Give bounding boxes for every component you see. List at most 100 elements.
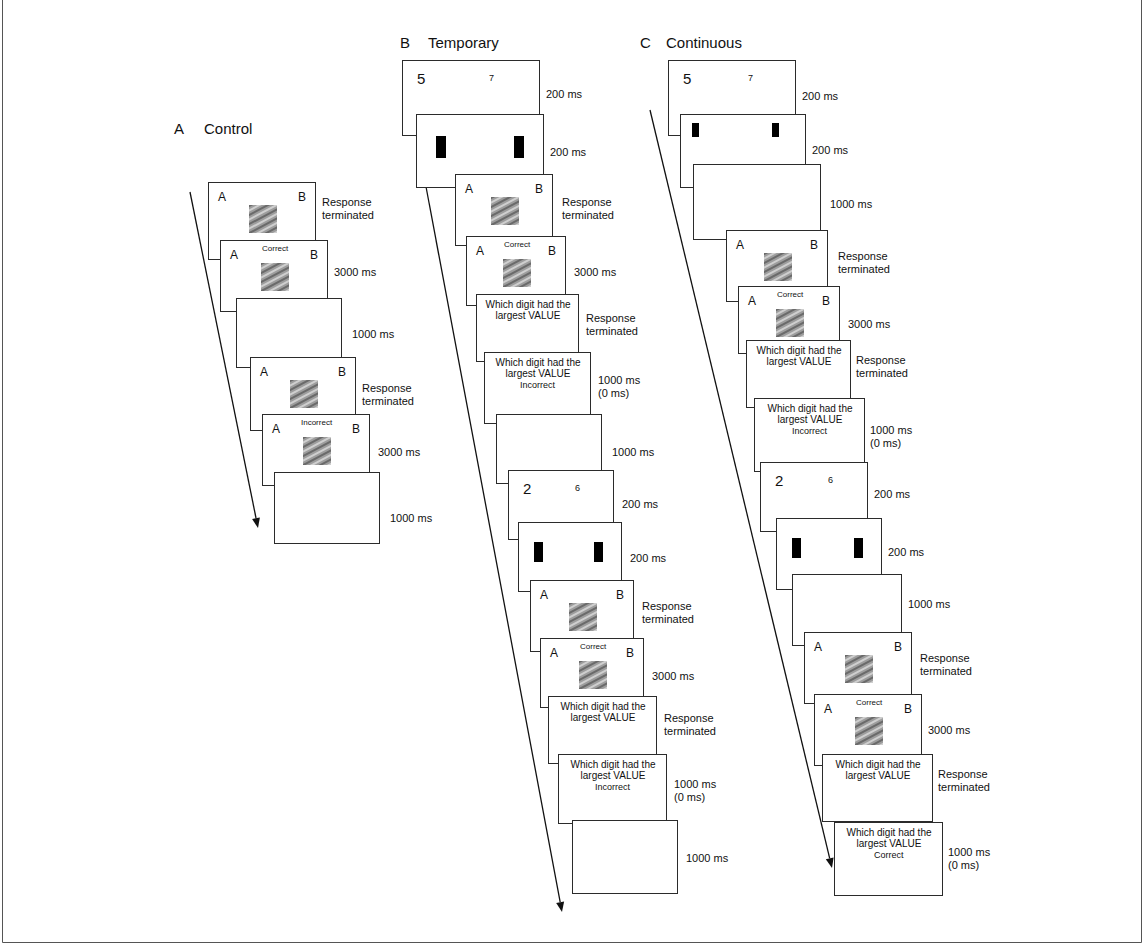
arrow-head <box>826 857 834 868</box>
grating-stimulus <box>503 259 531 287</box>
grating-stripe <box>764 274 792 281</box>
response-letter: B <box>548 245 556 259</box>
grating-stripe <box>261 288 289 291</box>
duration-label: 3000 ms <box>574 266 616 279</box>
grating-stripe <box>290 394 318 408</box>
question-text: Which digit had the largest VALUE <box>828 759 928 781</box>
duration-label: Response terminated <box>664 712 728 738</box>
grating-stripe <box>776 323 804 337</box>
grating-stimulus <box>249 205 277 233</box>
duration-label: Response terminated <box>322 196 386 222</box>
grating-stripe <box>261 280 289 291</box>
duration-label: 1000 ms <box>830 198 872 211</box>
duration-label: 200 ms <box>802 90 838 103</box>
frame-line <box>2 0 3 943</box>
duration-label: 1000 ms <box>908 598 950 611</box>
grating-stripe <box>290 390 318 408</box>
duration-label: 3000 ms <box>378 446 420 459</box>
response-letter: A <box>272 423 280 437</box>
response-letter: A <box>748 295 756 309</box>
duration-label: 1000 ms (0 ms) <box>674 778 724 804</box>
response-letter: B <box>352 423 360 437</box>
feedback-text: Correct <box>874 850 904 860</box>
mask-bar <box>792 538 801 558</box>
grating-stripe <box>491 207 519 225</box>
question-text: Which digit had the largest VALUE <box>482 299 574 321</box>
grating-stimulus <box>776 309 804 337</box>
grating-stripe <box>303 451 331 465</box>
duration-label: 200 ms <box>622 498 658 511</box>
response-letter: A <box>465 183 473 197</box>
duration-label: 200 ms <box>874 488 910 501</box>
screen-outline <box>573 821 678 894</box>
grating-stripe <box>303 447 331 465</box>
duration-label: 200 ms <box>888 546 924 559</box>
mask-bar <box>594 542 603 562</box>
grating-stripe <box>261 273 289 291</box>
grating-stripe <box>845 669 873 683</box>
grating-stimulus <box>579 661 607 689</box>
response-letter: B <box>626 647 634 661</box>
blank-screen <box>274 472 380 544</box>
screen-box: Which digit had the largest VALUECorrect <box>834 822 943 896</box>
grating-stripe <box>579 686 607 689</box>
grating-stripe <box>261 277 289 291</box>
grating-stimulus <box>764 253 792 281</box>
feedback-text: Correct <box>504 240 530 249</box>
question-text: Which digit had the largest VALUE <box>564 759 662 781</box>
grating-stripe <box>776 319 804 337</box>
duration-label: 3000 ms <box>848 318 890 331</box>
response-letter: A <box>824 703 832 717</box>
grating-stripe <box>569 613 597 631</box>
duration-label: 200 ms <box>630 552 666 565</box>
grating-stripe <box>249 215 277 233</box>
grating-stripe <box>303 462 331 465</box>
mask-bar <box>436 136 446 158</box>
grating-stripe <box>845 680 873 683</box>
grating-stripe <box>855 738 883 745</box>
question-text: Which digit had the largest VALUE <box>490 357 586 379</box>
digit: 6 <box>828 475 833 485</box>
grating-stripe <box>764 267 792 281</box>
digit: 5 <box>683 70 691 87</box>
grating-stripe <box>491 214 519 225</box>
response-letter: A <box>260 366 268 380</box>
arrow-head <box>556 901 564 912</box>
panel-heading: A <box>174 120 184 138</box>
digit: 2 <box>523 480 531 497</box>
grating-stripe <box>303 454 331 465</box>
duration-label: 3000 ms <box>928 724 970 737</box>
grating-stimulus <box>303 437 331 465</box>
panel-heading: C <box>640 34 651 52</box>
duration-label: 1000 ms (0 ms) <box>948 846 998 872</box>
response-letter: B <box>894 641 902 655</box>
mask-bar <box>854 538 863 558</box>
screen-outline <box>694 165 821 240</box>
duration-label: Response terminated <box>362 382 426 408</box>
grating-stripe <box>855 742 883 745</box>
grating-stripe <box>249 222 277 233</box>
grating-stripe <box>845 676 873 683</box>
mask-bar <box>534 542 543 562</box>
duration-label: Response terminated <box>838 250 902 276</box>
response-letter: B <box>822 295 830 309</box>
digit: 6 <box>575 483 580 493</box>
screen-box: Which digit had the largest VALUEIncorre… <box>558 754 667 824</box>
duration-label: 1000 ms <box>686 852 728 865</box>
duration-label: 1000 ms (0 ms) <box>598 374 648 400</box>
response-letter: A <box>814 641 822 655</box>
blank-screen <box>693 164 821 240</box>
panel-heading: Continuous <box>666 34 742 52</box>
duration-label: 1000 ms (0 ms) <box>870 424 920 450</box>
panel-heading: Temporary <box>428 34 499 52</box>
response-letter: B <box>904 703 912 717</box>
mask-bar <box>692 123 699 137</box>
response-letter: A <box>736 239 744 253</box>
feedback-text: Correct <box>856 698 882 707</box>
grating-stripe <box>261 284 289 291</box>
response-letter: A <box>540 589 548 603</box>
duration-label: Response terminated <box>586 312 650 338</box>
grating-stimulus <box>491 197 519 225</box>
response-letter: B <box>310 249 318 263</box>
question-text: Which digit had the largest VALUE <box>554 701 652 723</box>
